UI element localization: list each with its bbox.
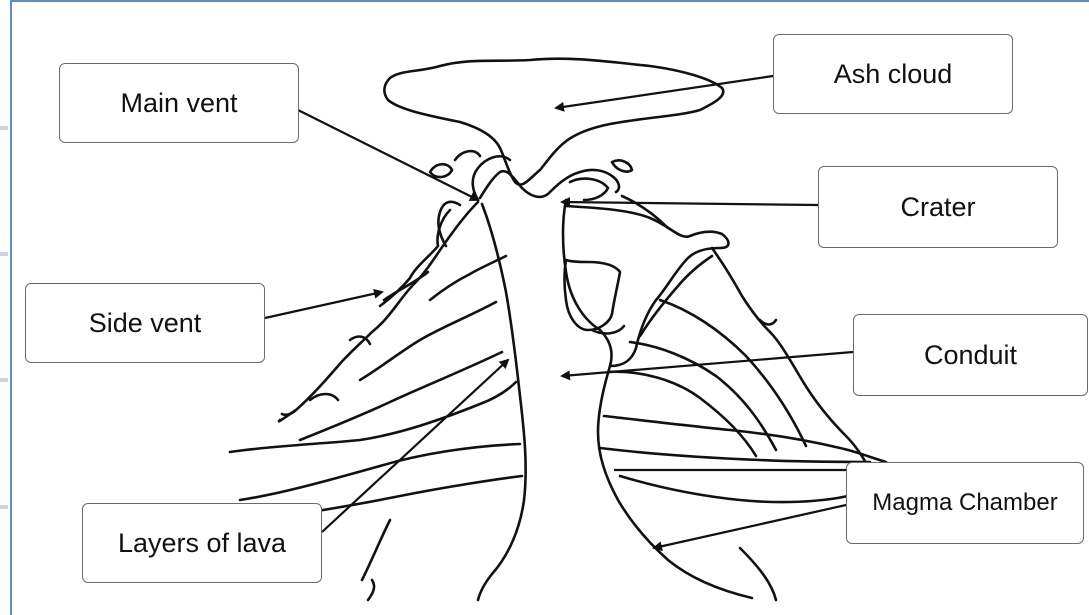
label-side-vent-text: Side vent: [88, 307, 202, 338]
label-main-vent: Main vent: [59, 63, 299, 143]
arrow-main-vent: [297, 109, 480, 201]
lava-layer: [598, 446, 872, 464]
crater-rim: [478, 168, 621, 200]
edge-mark: [0, 252, 8, 256]
conduit-right-wall: [561, 198, 754, 600]
ash-cloud-shape: [383, 57, 725, 186]
edge-mark: [0, 505, 8, 509]
arrow-ash-cloud: [554, 74, 774, 112]
arrow-magma-chamber-2: [652, 503, 847, 552]
lava-layer: [618, 474, 850, 504]
conduit-left-wall: [476, 202, 527, 602]
label-magma-chamber: Magma Chamber: [846, 462, 1084, 544]
lava-layer: [658, 298, 808, 448]
label-ash-cloud: Ash cloud: [773, 34, 1013, 114]
label-main-vent-text: Main vent: [120, 87, 238, 118]
edge-mark: [0, 378, 8, 382]
lava-layer: [602, 414, 888, 464]
edge-mark: [0, 126, 8, 130]
lava-layer: [428, 254, 508, 302]
label-ash-cloud-text: Ash cloud: [833, 58, 953, 89]
lava-layer: [358, 300, 498, 382]
left-edge-strip: [0, 0, 10, 615]
label-layers-of-lava: Layers of lava: [82, 503, 322, 583]
lava-layer: [228, 380, 518, 454]
label-crater: Crater: [818, 166, 1058, 248]
label-conduit-text: Conduit: [923, 339, 1018, 370]
lava-layer: [298, 350, 504, 442]
arrow-crater: [560, 197, 819, 208]
lava-layer: [606, 370, 758, 458]
left-slope: [277, 200, 480, 423]
side-magma-pocket: [563, 258, 622, 332]
label-magma-chamber-text: Magma Chamber: [872, 489, 1058, 516]
lava-layer: [238, 442, 522, 502]
arrow-layers-of-lava: [321, 358, 510, 533]
right-slope: [710, 246, 870, 468]
lava-layer: [628, 340, 778, 452]
side-conduit: [564, 204, 730, 368]
label-layers-of-lava-text: Layers of lava: [117, 527, 287, 558]
arrow-side-vent: [264, 288, 384, 320]
arrow-conduit: [560, 350, 854, 381]
label-conduit: Conduit: [853, 314, 1088, 396]
label-side-vent: Side vent: [25, 283, 265, 363]
label-crater-text: Crater: [900, 191, 976, 222]
